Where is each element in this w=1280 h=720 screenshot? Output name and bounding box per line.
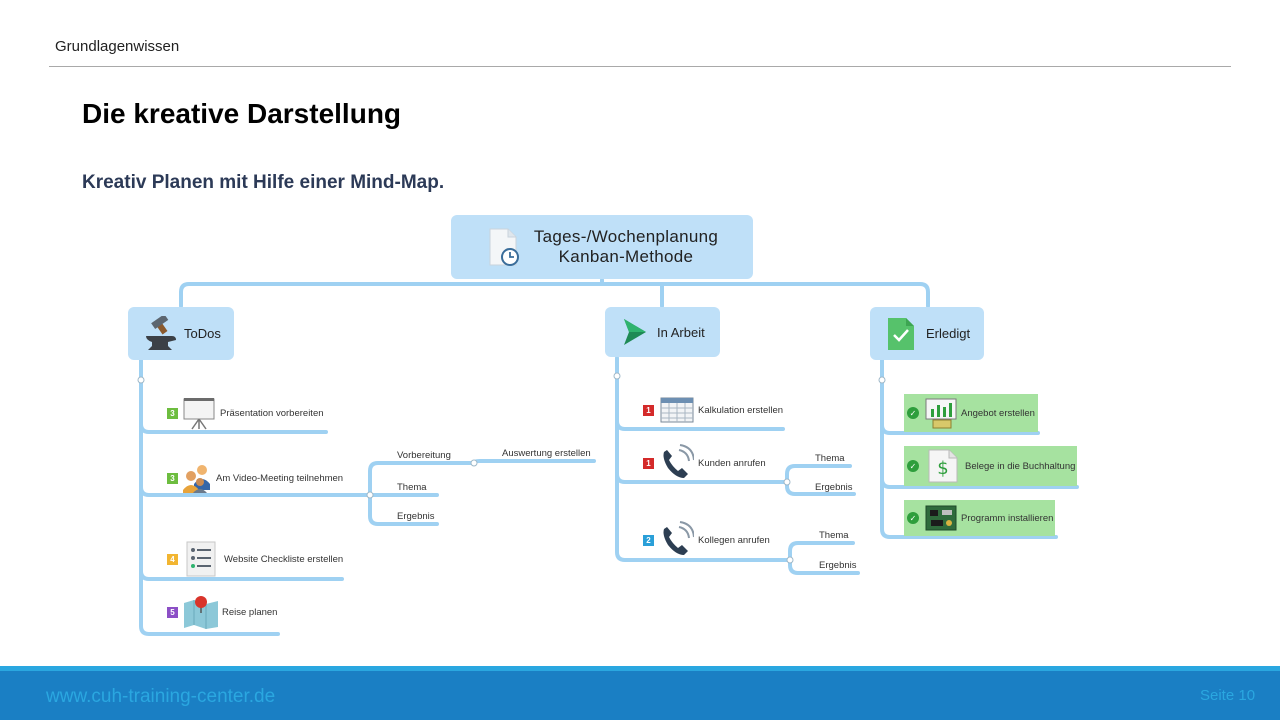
subitem-thema[interactable]: Thema — [397, 482, 427, 493]
item-label: Am Video-Meeting teilnehmen — [216, 472, 344, 484]
footer-bar — [0, 668, 1280, 720]
people-group-icon — [183, 465, 210, 493]
section-label: Grundlagenwissen — [55, 38, 180, 55]
subitem-auswertung[interactable]: Auswertung erstellen — [502, 448, 591, 459]
check-icon: ✓ — [907, 460, 919, 472]
list-item[interactable]: 2 Kollegen anrufen — [643, 521, 770, 559]
branch-erledigt-label: Erledigt — [926, 326, 971, 341]
item-label: Belege in die Buchhaltung — [965, 460, 1076, 472]
header-divider — [49, 66, 1231, 67]
svg-text:$: $ — [937, 458, 948, 479]
item-label: Reise planen — [222, 606, 278, 618]
root-node[interactable]: Tages-/Wochenplanung Kanban-Methode — [451, 215, 753, 279]
priority-badge: 5 — [167, 606, 178, 618]
branch-inarbeit-label: In Arbeit — [657, 324, 705, 340]
anvil-hammer-icon — [146, 315, 176, 350]
spreadsheet-icon — [660, 397, 694, 423]
dollar-document-icon: $ — [928, 449, 958, 483]
priority-badge: 3 — [167, 472, 178, 484]
list-item[interactable]: 3 Präsentation vorbereiten — [167, 396, 324, 430]
subitem-ergebnis[interactable]: Ergebnis — [815, 482, 853, 493]
chart-money-icon — [925, 398, 957, 429]
list-item[interactable]: 5 Reise planen — [167, 595, 277, 629]
subitem-thema[interactable]: Thema — [819, 530, 849, 541]
list-item[interactable]: 1 Kalkulation erstellen — [643, 396, 783, 424]
item-label: Kollegen anrufen — [698, 534, 770, 546]
item-label: Kunden anrufen — [698, 457, 766, 469]
subitem-ergebnis[interactable]: Ergebnis — [819, 560, 857, 571]
check-icon: ✓ — [907, 407, 919, 419]
map-pin-icon — [184, 596, 218, 629]
circuit-board-icon — [925, 505, 957, 531]
done-item[interactable]: ✓ Angebot erstellen — [904, 394, 1038, 432]
play-arrow-icon — [624, 319, 646, 345]
subitem-ergebnis[interactable]: Ergebnis — [397, 511, 435, 522]
slide-title: Die kreative Darstellung — [82, 98, 402, 129]
checklist-icon — [186, 541, 216, 577]
document-clock-icon — [489, 228, 519, 266]
list-item[interactable]: 4 Website Checkliste erstellen — [167, 541, 343, 577]
branch-todos-label: ToDos — [184, 326, 221, 341]
branch-erledigt[interactable]: Erledigt — [870, 307, 984, 360]
item-label: Website Checkliste erstellen — [224, 553, 344, 565]
phone-icon — [663, 444, 694, 478]
item-label: Programm installieren — [961, 512, 1054, 524]
priority-badge: 1 — [643, 457, 654, 469]
phone-icon — [663, 521, 694, 555]
branch-todos[interactable]: ToDos — [128, 307, 234, 360]
priority-badge: 4 — [167, 553, 178, 565]
root-title-line1: Tages-/Wochenplanung — [533, 227, 719, 246]
priority-badge: 3 — [167, 407, 178, 419]
list-item[interactable]: 3 Am Video-Meeting teilnehmen — [167, 462, 343, 494]
check-icon: ✓ — [907, 512, 919, 524]
item-label: Angebot erstellen — [961, 407, 1035, 419]
done-item[interactable]: ✓ Programm installieren — [904, 500, 1055, 536]
branch-inarbeit[interactable]: In Arbeit — [605, 307, 720, 357]
priority-badge: 2 — [643, 534, 654, 546]
subitem-vorbereitung[interactable]: Vorbereitung — [397, 450, 451, 461]
done-item[interactable]: ✓ $ Belege in die Buchhaltung — [904, 446, 1077, 486]
subitem-thema[interactable]: Thema — [815, 453, 845, 464]
priority-badge: 1 — [643, 404, 654, 416]
item-label: Präsentation vorbereiten — [220, 407, 324, 419]
footer-accent-strip — [0, 666, 1280, 671]
slide-subtitle: Kreativ Planen mit Hilfe einer Mind-Map. — [82, 172, 445, 193]
item-label: Kalkulation erstellen — [698, 404, 784, 416]
page-number: Seite 10 — [1200, 687, 1256, 704]
root-title-line2: Kanban-Methode — [558, 247, 694, 266]
presentation-board-icon — [183, 398, 215, 430]
list-item[interactable]: 1 Kunden anrufen — [643, 444, 766, 482]
document-check-icon — [888, 317, 914, 350]
footer-url[interactable]: www.cuh-training-center.de — [46, 686, 276, 707]
